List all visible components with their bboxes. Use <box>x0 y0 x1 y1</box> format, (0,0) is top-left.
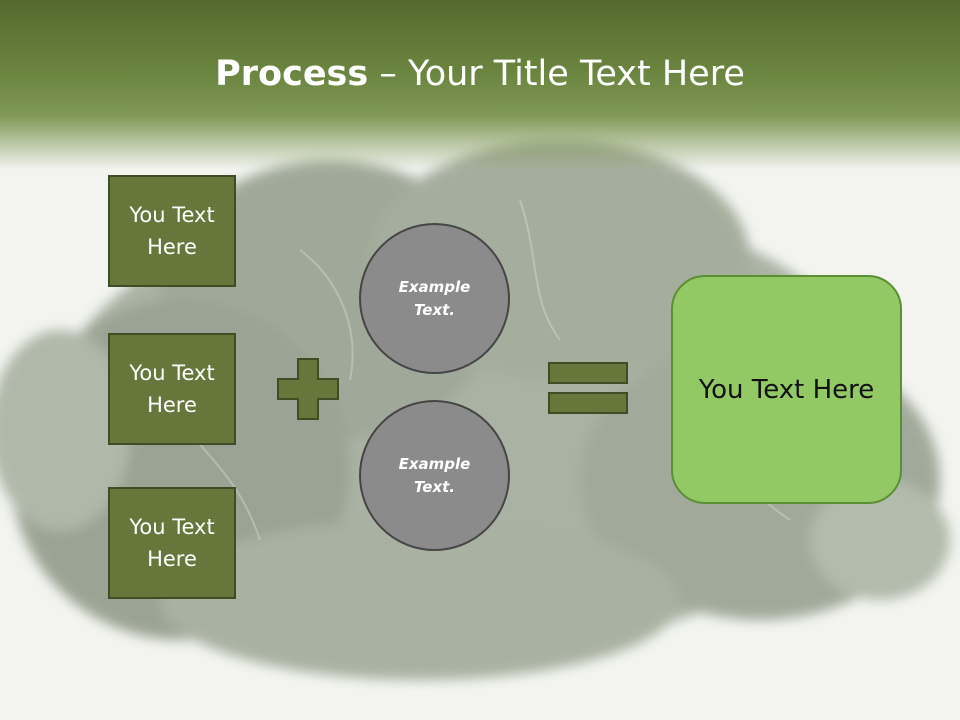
title-banner <box>0 0 960 170</box>
plus-icon <box>277 358 339 420</box>
result-box[interactable]: You Text Here <box>671 275 902 504</box>
example-circle-2[interactable]: Example Text. <box>359 400 510 551</box>
title-bold: Process <box>215 54 369 94</box>
input-box-3[interactable]: You Text Here <box>108 487 236 599</box>
slide-title: Process – Your Title Text Here <box>0 52 960 96</box>
input-box-2[interactable]: You Text Here <box>108 333 236 445</box>
input-box-1[interactable]: You Text Here <box>108 175 236 287</box>
example-circle-1[interactable]: Example Text. <box>359 223 510 374</box>
equals-icon <box>548 362 628 414</box>
title-rest: – Your Title Text Here <box>368 54 745 94</box>
